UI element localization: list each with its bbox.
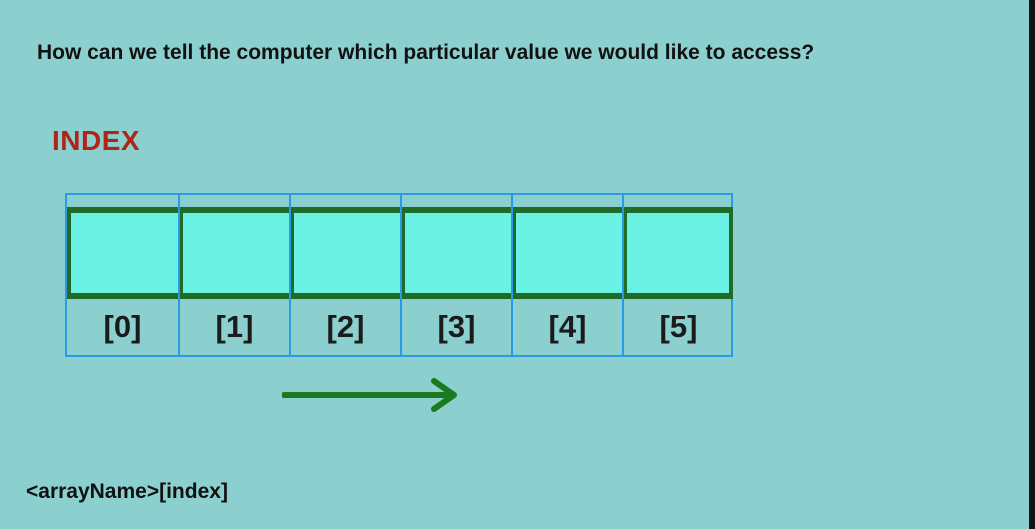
array-cell: [3] — [400, 195, 511, 355]
array-element-box — [291, 207, 400, 299]
array-cell: [1] — [178, 195, 289, 355]
array-element-box — [624, 207, 733, 299]
array-element-box — [180, 207, 289, 299]
array-diagram: [0] [1] [2] [3] [4] [5] — [65, 193, 733, 357]
array-element-box — [402, 207, 511, 299]
array-index-label: [3] — [437, 309, 476, 344]
array-index-label: [1] — [215, 309, 254, 344]
right-arrow-icon — [282, 378, 457, 412]
question-text: How can we tell the computer which parti… — [37, 41, 815, 64]
array-cell: [2] — [289, 195, 400, 355]
array-cell: [0] — [67, 195, 178, 355]
window-edge — [1029, 0, 1035, 529]
array-index-label: [2] — [326, 309, 365, 344]
array-index-label: [0] — [103, 309, 142, 344]
array-cell: [4] — [511, 195, 622, 355]
array-index-label: [4] — [548, 309, 587, 344]
syntax-text: <arrayName>[index] — [26, 480, 228, 503]
array-element-box — [67, 207, 178, 299]
array-index-label: [5] — [659, 309, 698, 344]
array-element-box — [513, 207, 622, 299]
array-cell: [5] — [622, 195, 733, 355]
index-title: INDEX — [52, 125, 141, 156]
